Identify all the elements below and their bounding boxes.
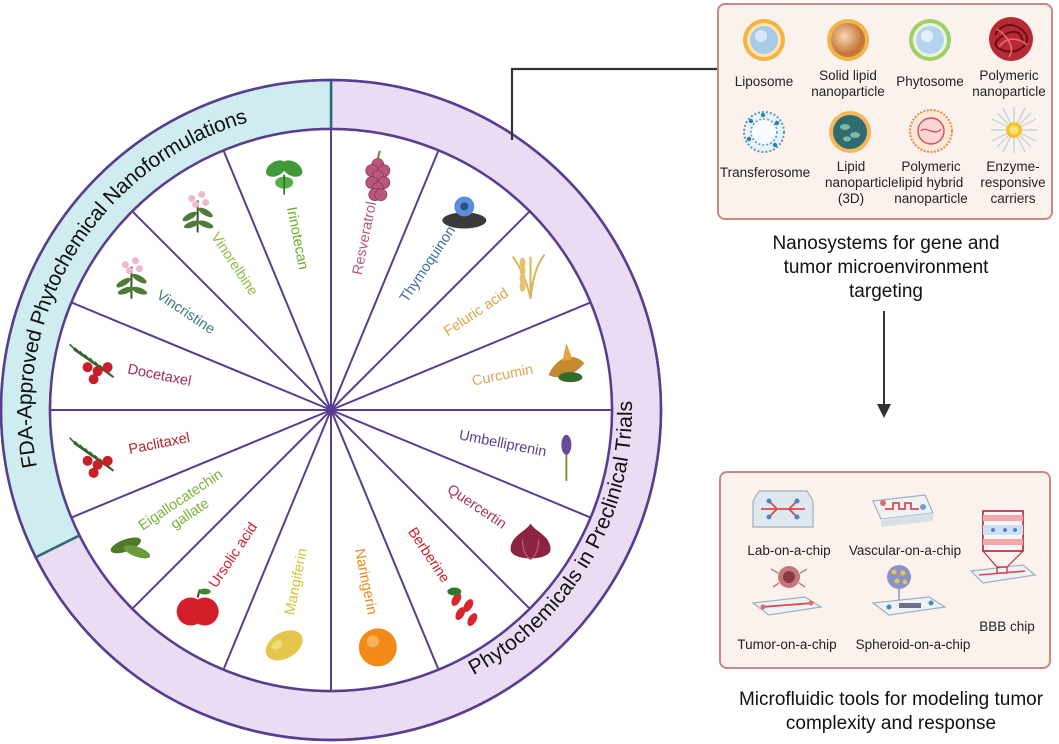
orange-fruit-icon: [358, 628, 397, 667]
mango-icon: [265, 630, 303, 661]
micro-label-spheroid: Spheroid-on-a-chip: [855, 637, 971, 652]
micro-label-tumor: Tumor-on-a-chip: [737, 637, 837, 652]
nanosystems-panel: Liposome Solid lipid nanoparticle Phytos…: [717, 3, 1053, 220]
wheel-to-nanosystems-connector: [510, 67, 717, 140]
turmeric-root-icon: [548, 343, 585, 383]
periwinkle-icon: [116, 257, 148, 299]
micro-label-lab: Lab-on-a-chip: [747, 543, 831, 558]
lab-chip-icon: [752, 490, 814, 528]
microfluidics-panel: Lab-on-a-chip Vascular-on-a-chip BBB chi…: [719, 471, 1051, 669]
nano-label-enzyme: Enzyme-responsive carriers: [980, 159, 1046, 206]
onion-icon: [510, 523, 551, 560]
polymeric-nanoparticle-icon: [989, 17, 1033, 61]
apple-icon: [176, 588, 219, 626]
wheel-spoke: [330, 409, 440, 670]
enzyme-carrier-icon: [991, 107, 1037, 153]
nanosystems-caption: Nanosystems for gene and tumor microenvi…: [772, 233, 1000, 302]
phytosome-icon: [909, 19, 951, 61]
wheel-spoke: [71, 409, 332, 519]
yew-branch-icon: [69, 437, 115, 478]
microfluidics-caption: Microfluidic tools for modeling tumor co…: [738, 689, 1044, 734]
wheel-spoke: [330, 409, 531, 610]
rice-plant-icon: [511, 254, 546, 299]
barberry-icon: [447, 587, 478, 626]
wheel-spoke: [330, 210, 531, 411]
vascular-chip-icon: [872, 494, 934, 527]
solid-lipid-nanoparticle-icon: [827, 19, 869, 61]
camptotheca-leaf-icon: [266, 160, 303, 195]
nano-label-lipid-3d: Lipid nanoparticle (3D): [825, 159, 899, 206]
fda-ring: [0, 80, 332, 558]
micro-label-bbb: BBB chip: [979, 619, 1035, 634]
wheel-spoke: [71, 301, 332, 411]
flow-arrow-head: [877, 404, 891, 418]
wheel-spoke: [222, 150, 332, 411]
liposome-icon: [743, 19, 785, 61]
wheel-spoke: [222, 409, 332, 670]
micro-label-vascular: Vascular-on-a-chip: [848, 543, 962, 558]
hybrid-nanoparticle-icon: [909, 109, 953, 153]
transferosome-icon: [743, 111, 785, 153]
nano-label-transferosome: Transferosome: [719, 165, 811, 180]
wheel-spoke: [131, 210, 332, 411]
yew-branch-icon: [69, 343, 115, 385]
periwinkle-icon: [182, 190, 214, 233]
spheroid-chip-icon: [871, 565, 947, 616]
wheel-spoke: [330, 301, 591, 411]
tumor-chip-icon: [751, 566, 823, 616]
nigella-flower-icon: [442, 196, 487, 229]
nano-label-polymeric: Polymeric nanoparticle: [972, 68, 1046, 99]
bbb-chip-icon: [969, 510, 1037, 584]
tea-leaf-icon: [110, 537, 151, 559]
wheel-spoke: [131, 409, 332, 610]
wheel-spoke: [330, 409, 591, 519]
nano-label-solid-lipid: Solid lipid nanoparticle: [811, 68, 885, 99]
ferula-flower-icon: [561, 434, 572, 481]
wheel-spoke: [330, 150, 440, 411]
grape-icon: [365, 150, 391, 202]
wheel-outer-edge: [0, 78, 663, 742]
lipid-nanoparticle-3d-icon: [829, 111, 871, 153]
nano-label-phytosome: Phytosome: [896, 74, 964, 89]
nano-label-hybrid: Polymeric lipid hybrid nanoparticle: [894, 159, 968, 206]
nano-label-liposome: Liposome: [734, 74, 794, 89]
